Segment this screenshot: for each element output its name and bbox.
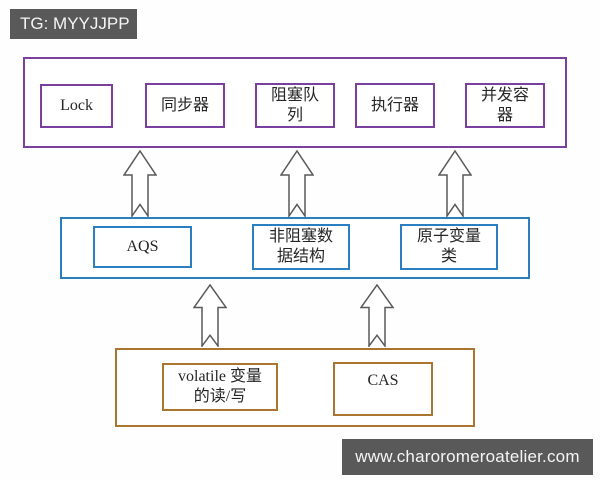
node-executor-label: 执行器	[370, 96, 419, 114]
watermark: www.charoromeroatelier.com	[342, 439, 593, 475]
node-atomic-variable-class: 原子变量类	[400, 224, 498, 270]
node-concurrent-container-label: 并发容器	[480, 86, 529, 124]
up-arrow-icon	[438, 150, 472, 217]
node-executor: 执行器	[355, 83, 435, 128]
tg-badge-label: TG: MYYJJPP	[20, 14, 130, 33]
up-arrow-icon	[360, 284, 394, 347]
node-atomic-variable-class-label: 原子变量类	[416, 228, 481, 265]
node-cas: CAS	[333, 362, 433, 416]
tg-badge: TG: MYYJJPP	[10, 9, 137, 39]
node-lock: Lock	[40, 84, 113, 128]
up-arrow-icon	[193, 284, 227, 347]
node-concurrent-container: 并发容器	[465, 83, 545, 128]
node-lock-label: Lock	[60, 97, 93, 114]
watermark-label: www.charoromeroatelier.com	[355, 447, 580, 466]
node-aqs: AQS	[93, 226, 192, 268]
node-synchronizer-label: 同步器	[160, 96, 209, 114]
node-volatile-read-write-label: volatile 变量的读/写	[178, 368, 262, 405]
node-aqs-label: AQS	[126, 238, 159, 255]
node-volatile-read-write: volatile 变量的读/写	[162, 363, 278, 411]
node-cas-label: CAS	[367, 372, 399, 389]
node-nonblocking-data-structure-label: 非阻塞数据结构	[268, 228, 333, 265]
node-synchronizer: 同步器	[145, 83, 225, 128]
up-arrow-icon	[280, 150, 314, 217]
up-arrow-icon	[123, 150, 157, 217]
node-blocking-queue-label: 阻塞队列	[270, 86, 319, 124]
node-blocking-queue: 阻塞队列	[255, 83, 335, 128]
node-nonblocking-data-structure: 非阻塞数据结构	[252, 224, 350, 270]
